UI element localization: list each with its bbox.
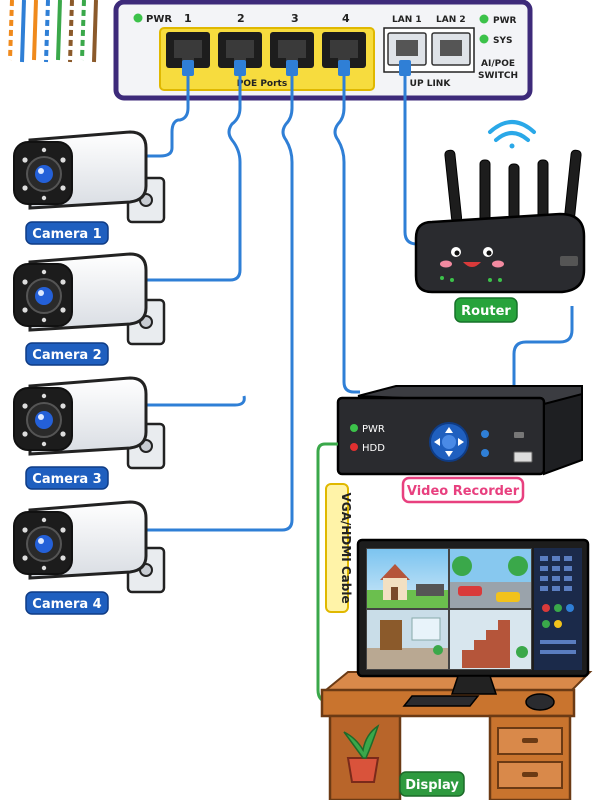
recorder-label-text: Video Recorder [407, 484, 520, 499]
camera-label-1: Camera 1 [25, 221, 109, 245]
lan-port-1 [387, 32, 427, 66]
display-label-text: Display [405, 778, 459, 793]
camera-3 [13, 376, 166, 470]
port-number-1: 1 [184, 12, 192, 25]
cable-camera-3 [142, 395, 246, 407]
keyboard-icon [402, 695, 480, 707]
cable-recorder [333, 64, 360, 394]
lan2-label: LAN 2 [436, 15, 466, 25]
switch-model-line2: SWITCH [478, 71, 518, 81]
recorder-label: Video Recorder [401, 476, 525, 504]
switch-pwr-led-icon [133, 13, 143, 23]
status-sys-led-icon [479, 34, 489, 44]
poe-switch: PWR 1 2 3 4 POE Ports LAN 1 LAN 2 [113, 0, 533, 101]
monitor-panel-grid [540, 556, 572, 591]
status-pwr-label: PWR [493, 16, 517, 26]
video-recorder: PWR HDD [336, 385, 583, 476]
camera-2 [13, 252, 166, 346]
port-number-2: 2 [237, 12, 245, 25]
cable-camera-2 [142, 64, 242, 282]
plant-icon [343, 724, 380, 783]
cable-camera-1 [142, 64, 190, 158]
lan1-label: LAN 1 [392, 15, 422, 25]
usb-port-icon [513, 451, 533, 463]
lan-port-2 [431, 32, 471, 66]
poe-ports-label: POE Ports [237, 79, 287, 89]
display-label: Display [399, 771, 465, 797]
router-label-text: Router [461, 304, 511, 319]
network-cables [142, 64, 574, 532]
recorder-hdd-led-icon [350, 443, 358, 451]
switch-model-line1: AI/POE [481, 59, 515, 69]
camera-1 [13, 130, 166, 224]
cctv-feed-3 [367, 610, 448, 669]
status-sys-label: SYS [493, 36, 512, 46]
cable-router-recorder [512, 306, 574, 398]
cable-plugs [182, 60, 411, 76]
recorder-pwr-led-icon [350, 424, 358, 432]
port-number-3: 3 [291, 12, 299, 25]
camera-label-2-text: Camera 2 [32, 348, 101, 363]
monitor-stand [450, 675, 498, 695]
mouse-icon [525, 693, 555, 711]
recorder-hdd-label: HDD [362, 443, 385, 454]
router [414, 120, 586, 294]
camera-4 [13, 500, 166, 594]
poe-ports-highlight [159, 27, 375, 91]
cctv-feed-1 [367, 549, 448, 608]
uplink-label: UP LINK [410, 79, 452, 89]
camera-label-2: Camera 2 [25, 342, 109, 366]
cctv-feed-2 [450, 549, 531, 608]
camera-label-4-text: Camera 4 [32, 597, 101, 612]
router-label: Router [454, 297, 518, 323]
camera-label-1-text: Camera 1 [32, 227, 101, 242]
cable-camera-4 [142, 64, 294, 532]
camera-label-3: Camera 3 [25, 466, 109, 490]
camera-label-4: Camera 4 [25, 591, 109, 615]
port-number-4: 4 [342, 12, 350, 25]
router-antennas [444, 149, 582, 223]
camera-label-3-text: Camera 3 [32, 472, 101, 487]
monitor [356, 538, 590, 695]
cable-label-text: VGA/HDMI Cable [339, 492, 353, 603]
recorder-pwr-label: PWR [362, 424, 385, 435]
cable-label: VGA/HDMI Cable [325, 483, 353, 613]
rj45-port-1 [166, 32, 210, 68]
recorder-dpad-icon [429, 422, 469, 462]
switch-pwr-label: PWR [146, 14, 172, 25]
cctv-feed-4 [450, 610, 531, 669]
wifi-icon [488, 120, 536, 149]
status-pwr-led-icon [479, 14, 489, 24]
ethernet-cable-bundle [8, 0, 98, 63]
